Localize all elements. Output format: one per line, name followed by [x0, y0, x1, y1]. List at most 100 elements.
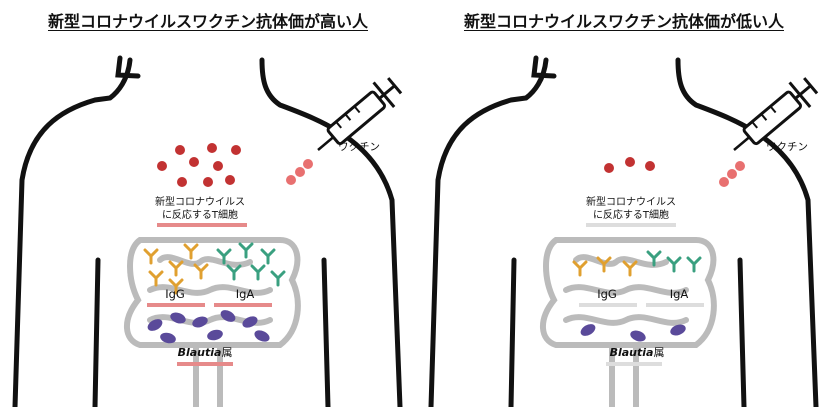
antibody-y	[686, 256, 702, 273]
iga-antibodies	[216, 242, 286, 287]
vaccine-dot	[295, 167, 305, 177]
igg-level-bar	[579, 303, 637, 307]
antibody-y	[168, 278, 184, 295]
body-illustration	[12, 55, 403, 407]
blautia-level-bar	[177, 362, 233, 366]
t-cell-label: 新型コロナウイルス に反応するT細胞	[566, 196, 696, 222]
syringe-icon	[733, 77, 819, 151]
t-cell	[175, 145, 185, 155]
igg-antibodies	[143, 243, 209, 295]
bacterium	[170, 312, 186, 324]
t-cell	[213, 161, 223, 171]
blautia-level-bar	[606, 362, 662, 366]
antibody-y	[646, 250, 662, 267]
igg-label: IgG	[165, 287, 185, 301]
vaccine-particles	[286, 159, 313, 185]
blautia-bacteria	[147, 310, 270, 344]
t-cell	[157, 161, 167, 171]
vaccine-dot	[727, 169, 737, 179]
t-cell	[625, 157, 635, 167]
t-cell-label: 新型コロナウイルス に反応するT細胞	[135, 196, 265, 222]
t-cell	[177, 177, 187, 187]
antibody-y	[143, 248, 159, 265]
igg-antibodies	[572, 256, 638, 277]
vaccine-dot	[735, 161, 745, 171]
antibody-y	[596, 256, 612, 273]
vaccine-label: ワクチン	[766, 141, 808, 153]
antibody-y	[193, 263, 209, 280]
panel-title-text: 新型コロナウイルスワクチン抗体価が高い人	[47, 12, 368, 31]
body-outline	[12, 57, 133, 407]
blautia-genus-name: Blautia	[177, 346, 222, 359]
chin-line	[115, 55, 141, 79]
arm-line-left	[508, 257, 517, 407]
vaccine-dot	[286, 175, 296, 185]
blautia-suffix: 属	[221, 346, 233, 359]
t-cell	[225, 175, 235, 185]
panel-title-text: 新型コロナウイルスワクチン抗体価が低い人	[463, 12, 784, 31]
arm-line-right	[737, 257, 747, 407]
igg-level-bar	[147, 303, 205, 307]
t-cell	[189, 157, 199, 167]
body-outline	[428, 57, 549, 407]
antibody-y	[168, 260, 184, 277]
bacterium	[147, 319, 163, 331]
body-illustration	[428, 55, 819, 407]
panel-title: 新型コロナウイルスワクチン抗体価が高い人	[0, 8, 416, 32]
vaccine-dot	[303, 159, 313, 169]
t-cell-label-line-2: に反応するT細胞	[161, 210, 239, 221]
panel-low-antibody: 新型コロナウイルスワクチン抗体価が低い人 ワクチン 新型コロナウイルス に反応す…	[416, 0, 832, 407]
antibody-y	[183, 243, 199, 260]
t-cell	[231, 145, 241, 155]
intestine	[124, 237, 301, 407]
bacterium	[670, 324, 686, 336]
iga-level-bar	[214, 303, 272, 307]
igg-label: IgG	[597, 287, 617, 301]
intestine	[540, 237, 717, 407]
antibody-y	[216, 248, 232, 265]
panel-high-antibody: 新型コロナウイルスワクチン抗体価が高い人 ワクチン 新型コロナウイルス に反応す…	[0, 8, 416, 407]
blautia-genus-name: Blautia	[609, 346, 654, 359]
vaccine-dot	[719, 177, 729, 187]
body-outline-right	[675, 57, 819, 407]
antibody-y	[270, 270, 286, 287]
t-cell	[203, 177, 213, 187]
t-cell-label-line-1: 新型コロナウイルス	[586, 197, 676, 208]
blautia-label: Blautia属	[592, 346, 682, 359]
antibody-y	[226, 264, 242, 281]
syringe-icon	[317, 77, 403, 151]
vaccine-label: ワクチン	[338, 141, 380, 153]
iga-level-bar	[646, 303, 704, 307]
bacterium	[254, 330, 270, 342]
iga-label: IgA	[235, 287, 255, 301]
iga-antibodies	[646, 250, 702, 273]
t-cell-level-bar	[157, 223, 247, 227]
antibody-y	[666, 256, 682, 273]
bacterium	[242, 316, 258, 328]
iga-label: IgA	[669, 287, 689, 301]
arm-line-left	[92, 257, 101, 407]
bacterium	[160, 332, 176, 344]
t-cell-level-bar	[586, 223, 676, 227]
t-cell	[207, 143, 217, 153]
blautia-suffix: 属	[653, 346, 665, 359]
panel-title: 新型コロナウイルスワクチン抗体価が低い人	[416, 8, 832, 32]
t-cell-label-line-2: に反応するT細胞	[592, 210, 670, 221]
t-cells	[604, 157, 655, 173]
antibody-y	[238, 242, 254, 259]
blautia-bacteria	[580, 324, 686, 342]
body-outline-right	[259, 57, 403, 407]
t-cell	[604, 163, 614, 173]
bacterium	[207, 329, 223, 341]
blautia-label: Blautia属	[160, 346, 250, 359]
bacterium	[580, 324, 596, 336]
t-cells	[157, 143, 241, 187]
arm-line-right	[321, 257, 331, 407]
antibody-y	[148, 270, 164, 287]
bacterium	[220, 310, 236, 322]
chin-line	[531, 55, 557, 79]
antibody-y	[622, 260, 638, 277]
vaccine-particles	[719, 161, 745, 187]
antibody-y	[572, 260, 588, 277]
bacterium	[192, 316, 208, 328]
